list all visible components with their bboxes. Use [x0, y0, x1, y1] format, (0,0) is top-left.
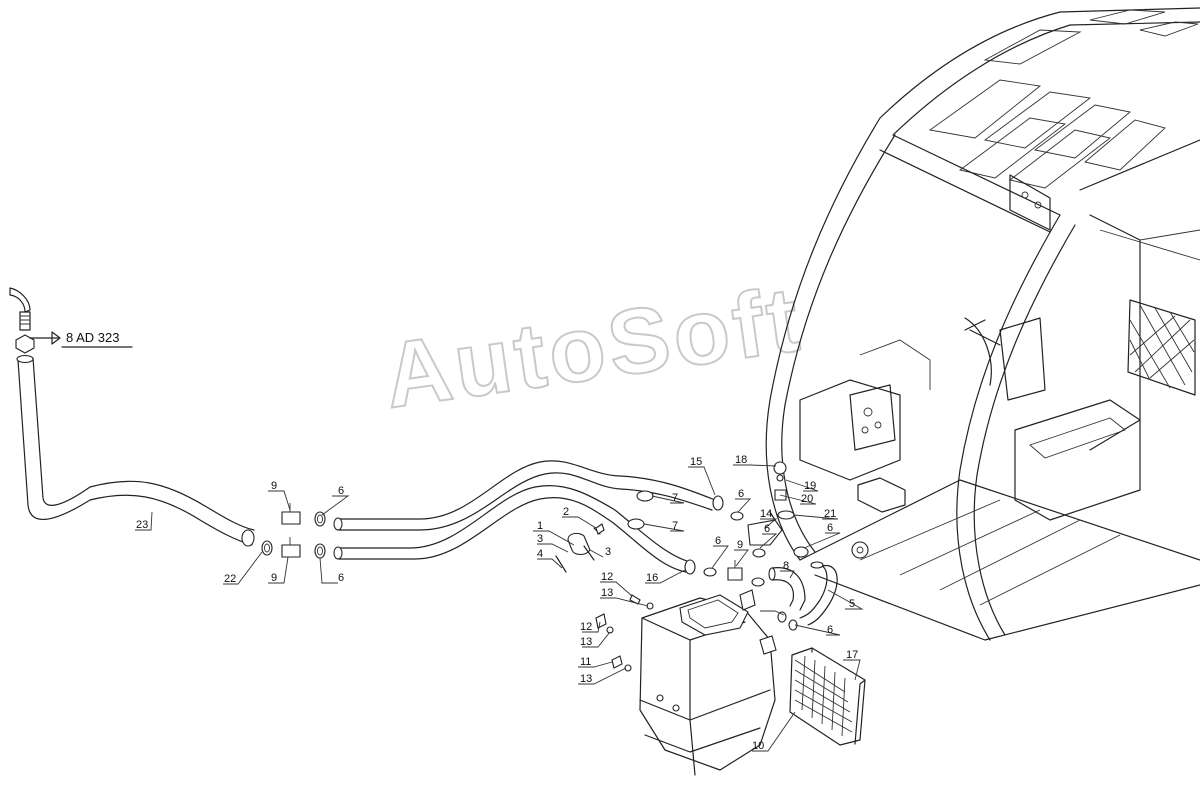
callout-13b: 13: [580, 636, 592, 648]
callout-7a: 7: [672, 492, 678, 504]
callout-8: 8: [783, 560, 789, 572]
callout-6b: 6: [338, 572, 344, 584]
callout-leaders: [135, 464, 864, 752]
elbow-hose-5: [799, 561, 838, 626]
callout-18: 18: [735, 454, 747, 466]
callout-6f: 6: [827, 522, 833, 534]
callout-9c: 9: [737, 539, 743, 551]
callout-labels: 1 2 3 3 4 5 6 6 6 6 6 6 6 7 7 8 9 9 9 10…: [136, 454, 858, 752]
callout-13c: 13: [580, 673, 592, 685]
callout-3a: 3: [537, 533, 543, 545]
reference-label: 8 AD 323: [29, 330, 133, 348]
callout-6g: 6: [827, 624, 833, 636]
callout-19: 19: [804, 480, 816, 492]
callout-21: 21: [824, 508, 836, 520]
elbow-fitting: [9, 287, 35, 354]
callout-11: 11: [580, 656, 591, 668]
valve-14: [747, 461, 795, 546]
hose-clamps: [261, 490, 809, 631]
callout-15: 15: [690, 456, 702, 468]
callout-23: 23: [136, 519, 148, 531]
small-fittings: [555, 523, 605, 573]
watermark: AutoSoft: [378, 268, 808, 428]
callout-12a: 12: [601, 571, 613, 583]
callout-20: 20: [801, 493, 813, 505]
elbow-hose-8: [768, 567, 806, 611]
callout-10: 10: [752, 740, 764, 752]
callout-12b: 12: [580, 621, 592, 633]
callout-6d: 6: [715, 535, 721, 547]
callout-6a: 6: [338, 485, 344, 497]
callout-2: 2: [563, 506, 569, 518]
callout-4: 4: [537, 548, 543, 560]
callout-1: 1: [537, 520, 543, 532]
callout-9b: 9: [271, 572, 277, 584]
callout-7b: 7: [672, 520, 678, 532]
callout-9a: 9: [271, 480, 277, 492]
callout-22: 22: [224, 573, 236, 585]
callout-17: 17: [846, 649, 858, 661]
heater-unit: [639, 589, 777, 776]
t-connectors: [281, 503, 743, 581]
bolts: [595, 594, 654, 672]
cab-frame: [765, 7, 1200, 641]
callout-13a: 13: [601, 587, 613, 599]
filter-17: [789, 647, 866, 746]
hose-16: [333, 485, 696, 575]
hose-23: [16, 354, 255, 547]
callout-6e: 6: [764, 523, 770, 535]
callout-16: 16: [646, 572, 658, 584]
callout-3b: 3: [605, 546, 611, 558]
callout-6c: 6: [738, 488, 744, 500]
callout-14: 14: [760, 508, 772, 520]
callout-5: 5: [849, 598, 855, 610]
hose-15: [333, 460, 724, 531]
reference-code: 8 AD 323: [66, 330, 120, 345]
